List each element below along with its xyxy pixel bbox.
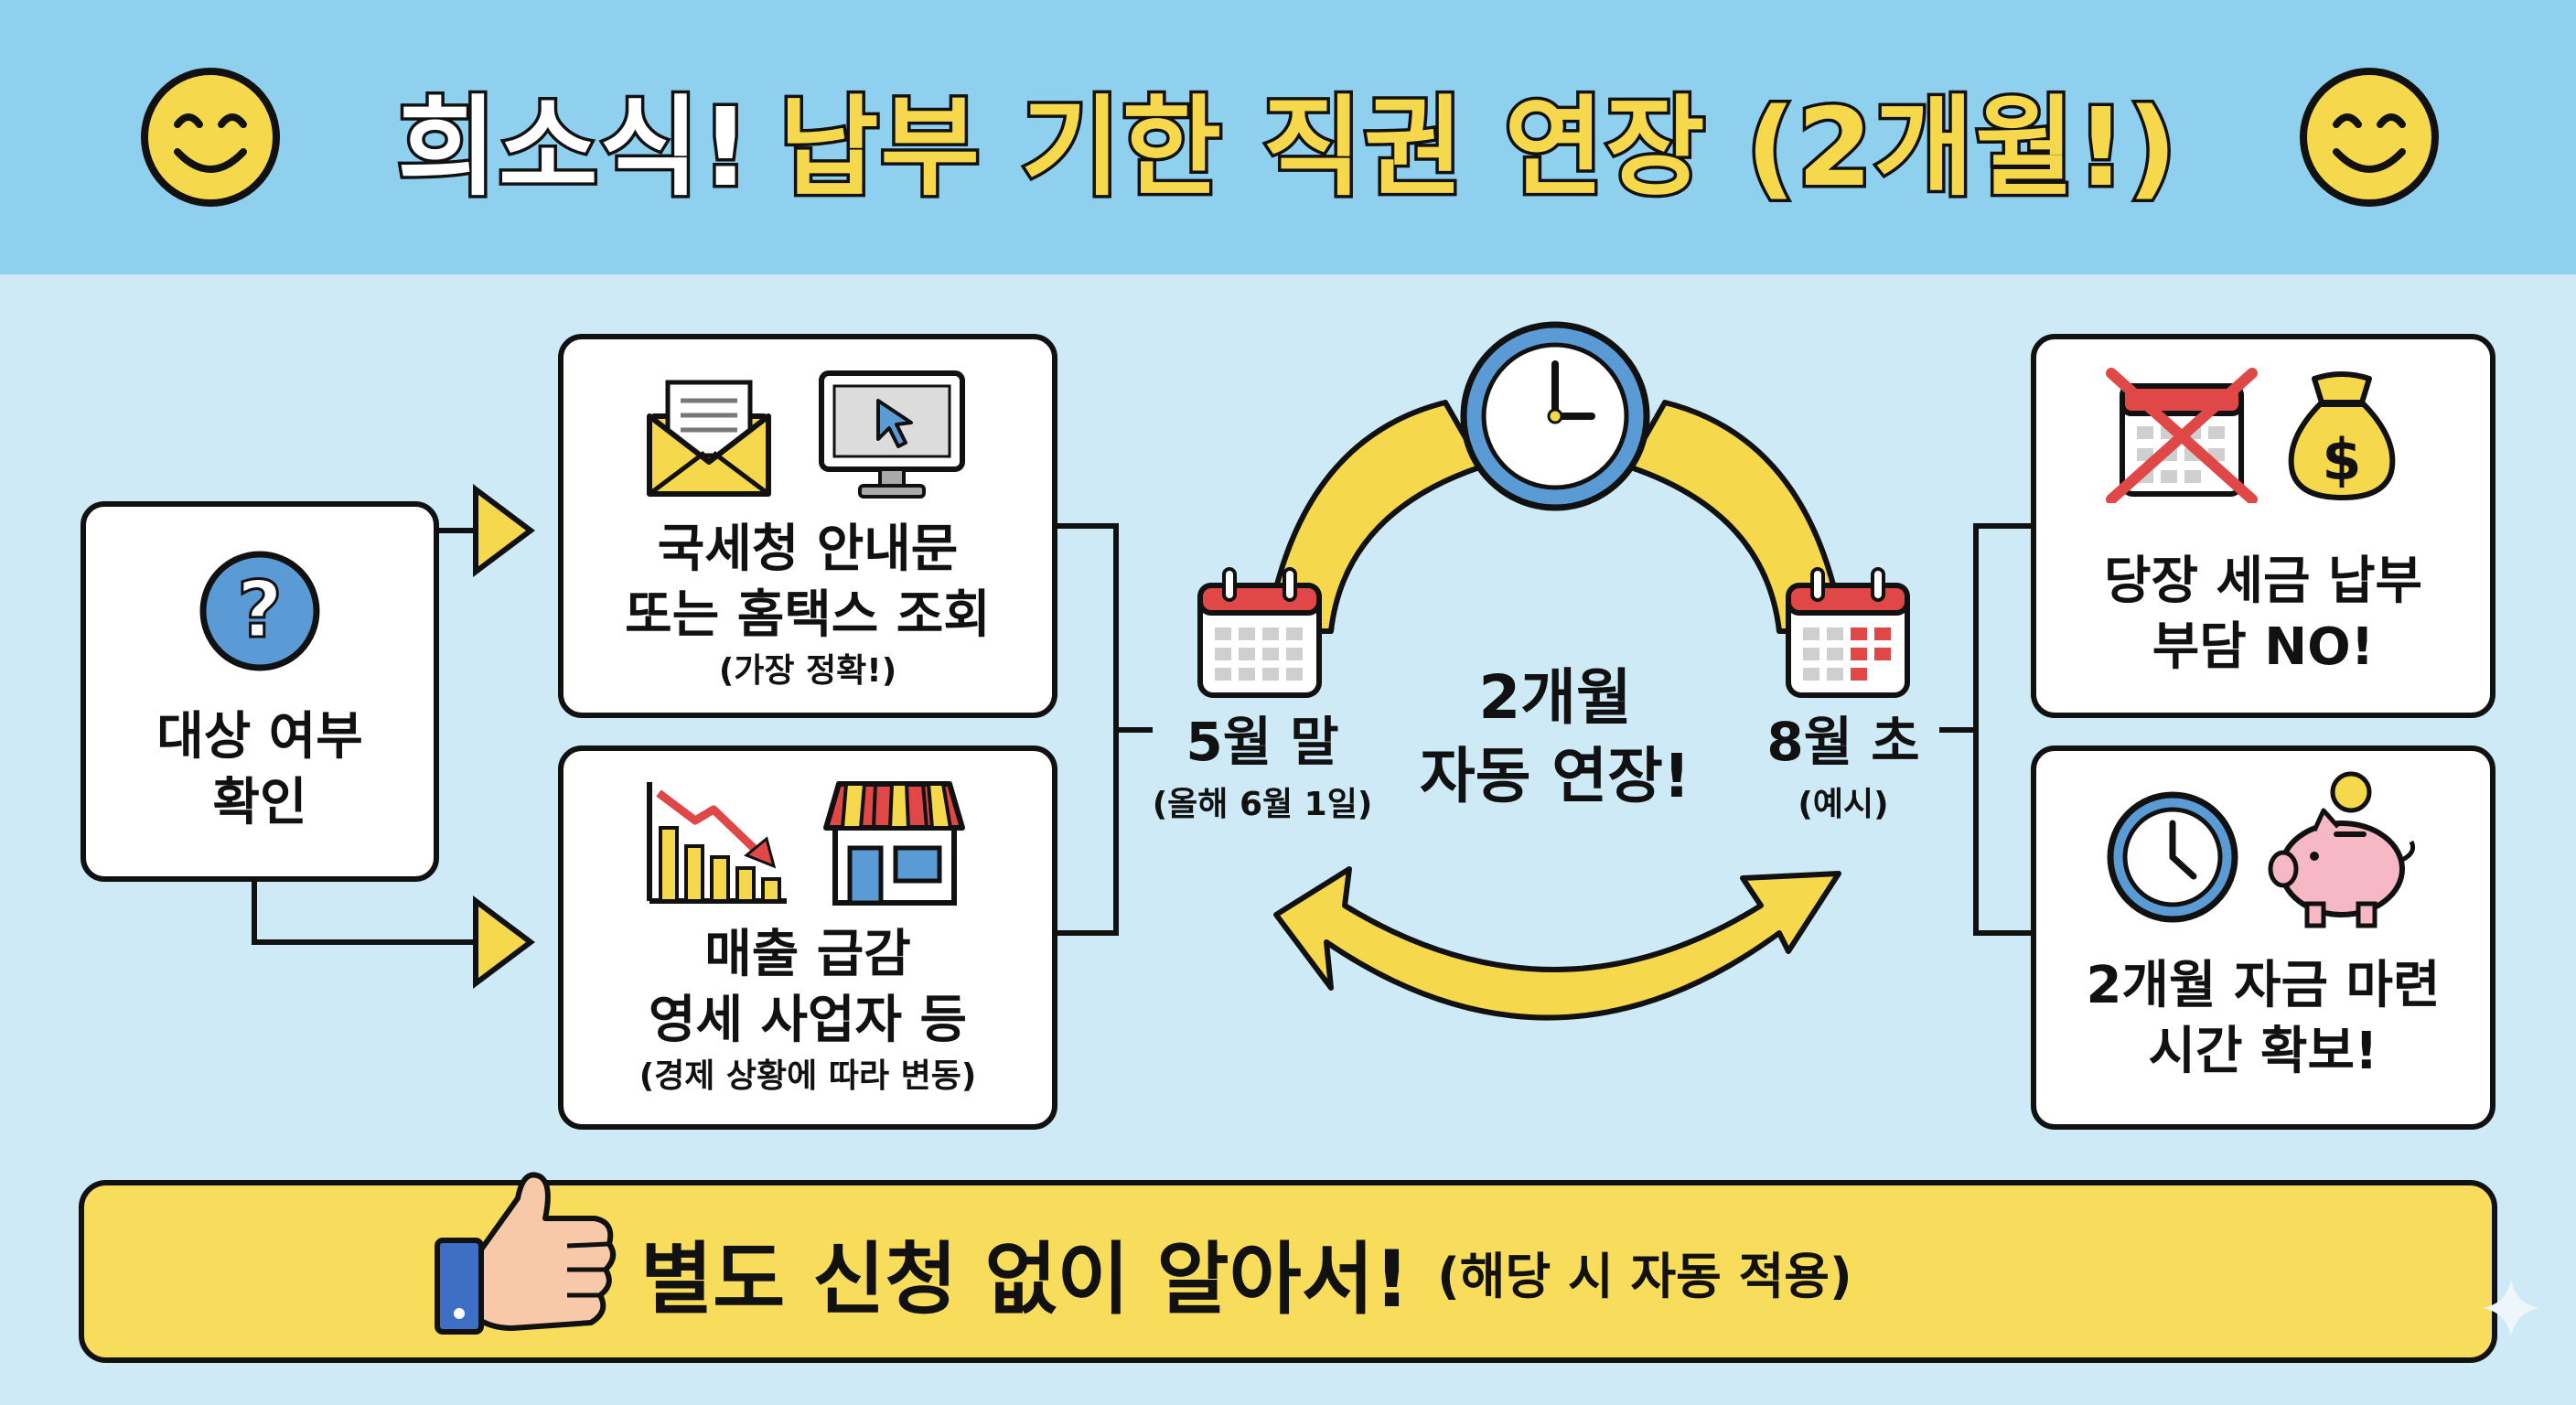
benefit-no-burden-box — [2031, 334, 2496, 718]
notice-text: 국세청 안내문 또는 홈택스 조회 — [625, 520, 991, 645]
piggy-bank-icon — [2268, 771, 2416, 928]
end-date-label: 8월 초 — [1766, 711, 1920, 773]
page-title: 희소식! 납부 기한 직권 연장 (2개월!) — [0, 0, 2576, 274]
banner-text: 별도 신청 없이 알아서! (해당 시 자동 적용) — [640, 1180, 1852, 1363]
check-eligibility-text: 대상 여부 확인 — [156, 707, 363, 832]
start-date-label: 5월 말 — [1186, 711, 1339, 773]
smiley-icon — [141, 68, 280, 207]
smiley-icon — [2300, 68, 2439, 207]
declining-chart-icon — [647, 782, 787, 904]
sales-drop-box — [558, 745, 1057, 1130]
header-band — [0, 0, 2576, 274]
sales-note: (경제 상황에 따라 변동) — [639, 1057, 977, 1095]
clock-icon — [1460, 321, 1650, 511]
calendar-icon — [1786, 567, 1910, 698]
arrow-right-icon — [473, 896, 535, 989]
sparkle-icon — [2483, 1280, 2539, 1336]
thumbs-up-icon — [435, 1172, 617, 1335]
calendar-icon — [1197, 567, 1322, 698]
benefit-no-burden-text: 당장 세금 납부 부담 NO! — [2103, 552, 2423, 677]
benefit-time-text: 2개월 자금 마련 시간 확보! — [2086, 956, 2441, 1081]
svg-text:?: ? — [237, 564, 283, 656]
extension-text: 2개월 자동 연장! — [1420, 662, 1690, 811]
check-eligibility-box — [80, 501, 439, 882]
benefit-time-box — [2031, 745, 2496, 1130]
question-icon: ? — [199, 551, 320, 671]
crossed-calendar-icon — [2106, 368, 2258, 503]
notice-note: (가장 정확!) — [718, 652, 897, 690]
start-date-note: (올해 6월 1일) — [1152, 786, 1373, 823]
banner-sub-text: (해당 시 자동 적용) — [1437, 1247, 1852, 1305]
svg-text:$: $ — [2322, 426, 2361, 493]
monitor-icon — [819, 370, 965, 499]
clock-icon — [2107, 791, 2238, 923]
title-part1: 희소식! — [394, 80, 753, 213]
envelope-icon — [647, 380, 771, 497]
arrow-right-icon — [473, 484, 535, 577]
end-date-note: (예시) — [1798, 786, 1889, 823]
auto-apply-banner — [79, 1180, 2497, 1363]
store-icon — [823, 781, 965, 906]
notice-box — [558, 334, 1057, 718]
money-bag-icon: $ — [2288, 371, 2396, 500]
banner-main-text: 별도 신청 없이 알아서! — [640, 1233, 1411, 1325]
sales-text: 매출 급감 영세 사업자 등 — [648, 925, 968, 1050]
title-part2: 납부 기한 직권 연장 (2개월!) — [776, 80, 2180, 213]
